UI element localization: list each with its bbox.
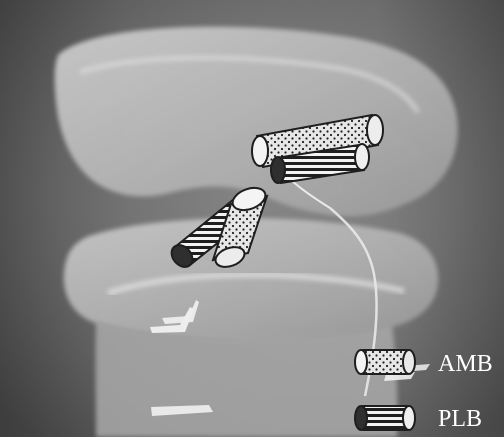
amb-legend-icon: [355, 350, 415, 374]
plb-legend-label: PLB: [438, 406, 482, 432]
plb-legend-icon: [355, 406, 415, 430]
tibial-shaft: [96, 321, 398, 437]
amb-legend-label: AMB: [438, 351, 493, 377]
